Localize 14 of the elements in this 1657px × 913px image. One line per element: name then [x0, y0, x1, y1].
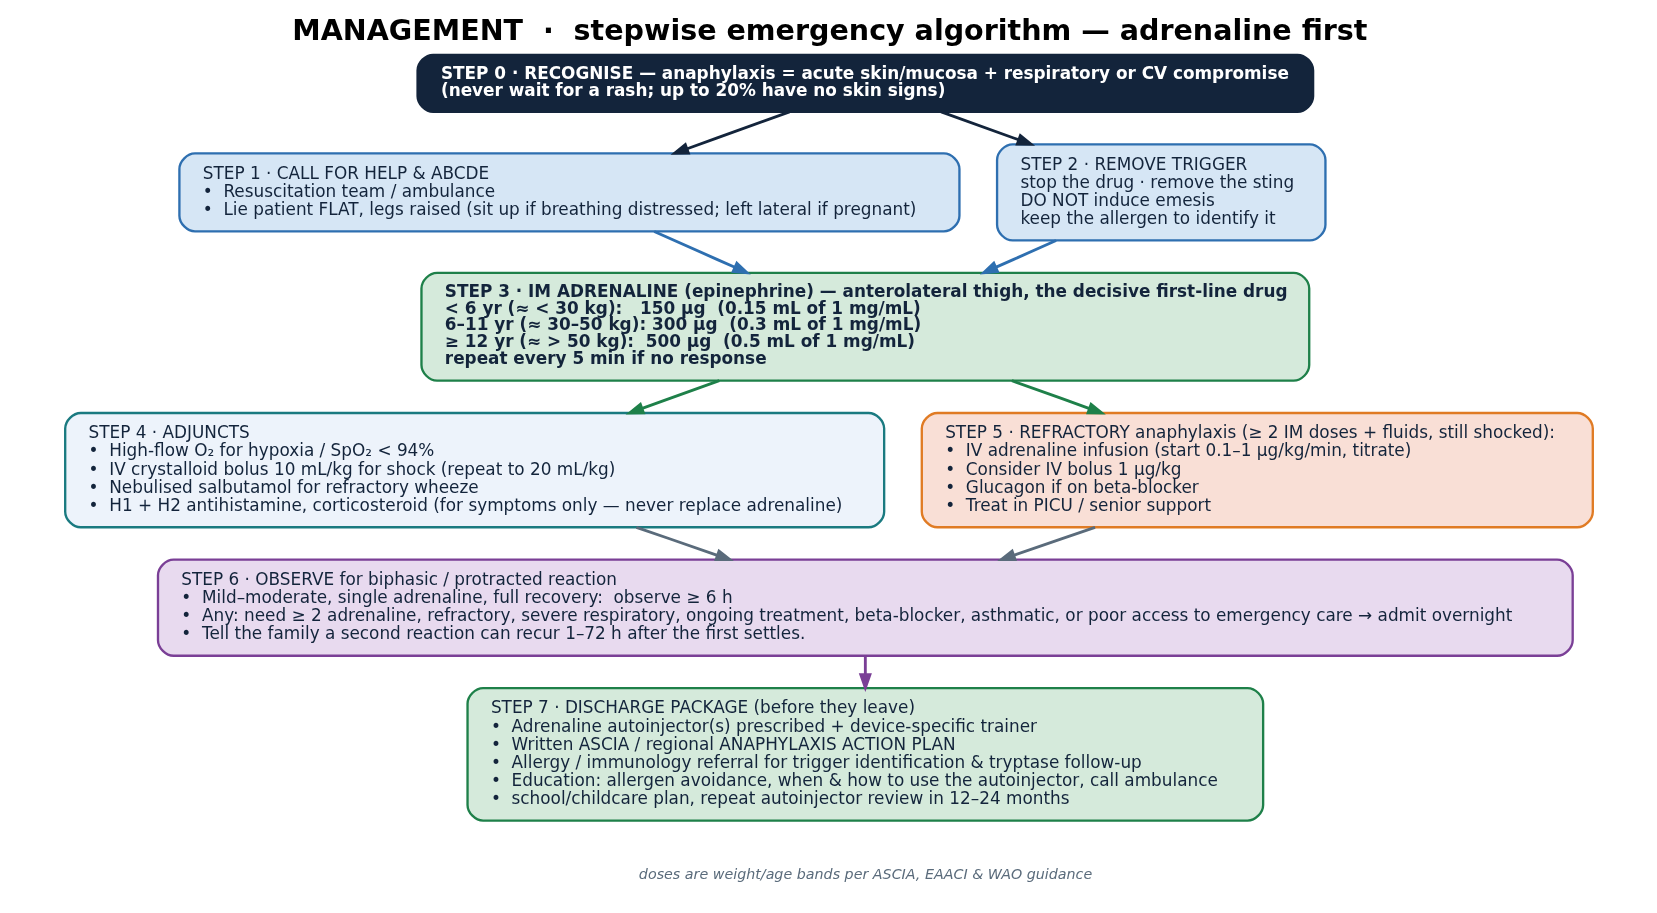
- caption: doses are weight/age bands per ASCIA, EAACI & WAO guidance: [638, 865, 1092, 882]
- arrow: [940, 110, 1035, 146]
- arrow: [653, 230, 751, 275]
- node-box: STEP 3 · IM ADRENALINE (epinephrine) — anterolateral thigh, the decisive first-line drug < 6 yr (≈ < 30 kg): 150 µg (0.15 mL of 1 mg/mL) 6–11 yr (≈ 30–50 kg): 300 µg (0.3 mL of 1 mg/mL) ≥ 12 yr (≈ > 50 kg): 500 µg (0.5 mL of 1 mg/mL) repeat every 5 min if no response: [419, 271, 1310, 382]
- arrow: [858, 655, 872, 692]
- node-box: STEP 0 · RECOGNISE — anaphylaxis = acute skin/mucosa + respiratory or CV compromise (never wait for a rash; up to 20% have no skin signs): [415, 53, 1314, 114]
- arrow: [670, 110, 790, 155]
- node-box: STEP 4 · ADJUNCTS • High-flow O₂ for hypoxia / SpO₂ < 94% • IV crystalloid bolus 10 mL/kg for shock (repeat to 20 mL/kg) • Nebulised salbutamol for refractory wheeze • H1 + H2 antihistamine, corticosteroid (for symptoms only — never replace adrenaline): [63, 411, 885, 529]
- node-box: STEP 7 · DISCHARGE PACKAGE (before they leave) • Adrenaline autoinjector(s) prescribed + device-specific trainer • Written ASCIA / regional ANAPHYLAXIS ACTION PLAN • Allergy / immunology referral for trigger identification & tryptase follow-up • Education: allergen avoidance, when & how to use the autoinjector, call ambulance • school/childcare plan, repeat autoinjector review in 12–24 months: [465, 687, 1264, 822]
- node-box: STEP 5 · REFRACTORY anaphylaxis (≥ 2 IM doses + fluids, still shocked): • IV adrenaline infusion (start 0.1–1 µg/kg/min, titrate) • Consider IV bolus 1 µg/kg • Glucagon if on beta-blocker • Treat in PICU / senior support: [920, 411, 1594, 529]
- node-box: STEP 6 · OBSERVE for biphasic / protracted reaction • Mild–moderate, single adrenaline, full recovery: observe ≥ 6 h • Any: need ≥ 2 adrenaline, refractory, severe respiratory, ongoing treatment, beta-blocker, asthmatic, or poor access to emergency care → admit overnight • Tell the family a second reaction can recur 1–72 h after the first settles.: [156, 558, 1574, 657]
- node-box: STEP 1 · CALL FOR HELP & ABCDE • Resuscitation team / ambulance • Lie patient FLAT, legs raised (sit up if breathing distressed; left lateral if pregnant): [177, 152, 961, 233]
- diagram-title: MANAGEMENT · stepwise emergency algorithm — adrenaline first: [291, 13, 1368, 48]
- node-box: STEP 2 · REMOVE TRIGGER stop the drug · remove the sting DO NOT induce emesis keep the allergen to identify it: [995, 143, 1327, 242]
